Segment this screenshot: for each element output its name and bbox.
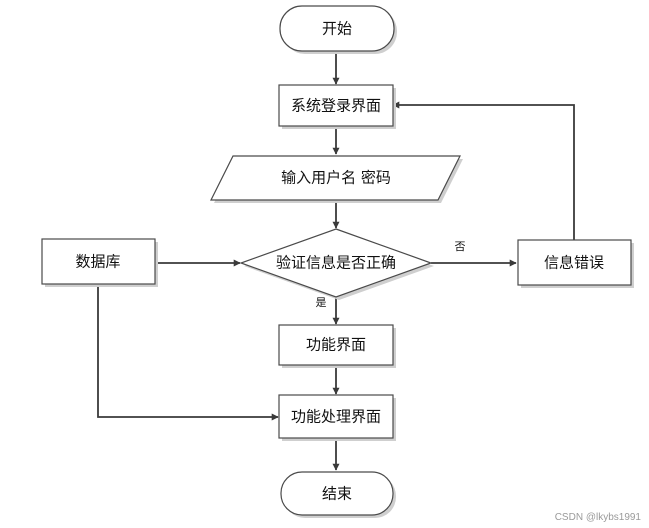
function-screen-node — [278, 324, 394, 366]
end-node — [280, 471, 394, 516]
database-node — [41, 238, 156, 285]
error-node — [517, 239, 632, 286]
edge-database-to-processing — [97, 285, 279, 421]
start-node — [279, 5, 395, 52]
verify-decision-label: 验证信息是否正确 — [276, 254, 396, 272]
error-label: 信息错误 — [544, 254, 604, 272]
database-label: 数据库 — [75, 253, 120, 271]
function-processing-node — [278, 394, 394, 439]
input-credentials-node — [210, 155, 461, 201]
start-label: 开始 — [322, 20, 352, 38]
function-processing-label: 功能处理界面 — [291, 408, 381, 426]
login-screen-node — [278, 84, 394, 127]
function-screen-label: 功能界面 — [306, 336, 366, 354]
end-label: 结束 — [322, 485, 352, 503]
edge-label-no: 否 — [455, 240, 466, 253]
edge-label-yes: 是 — [316, 296, 327, 309]
input-credentials-label: 输入用户名 密码 — [281, 169, 391, 187]
verify-decision-node — [239, 228, 433, 298]
watermark: CSDN @lkybs1991 — [555, 512, 642, 523]
login-screen-label: 系统登录界面 — [291, 97, 381, 115]
edge-error-to-login — [392, 101, 575, 240]
